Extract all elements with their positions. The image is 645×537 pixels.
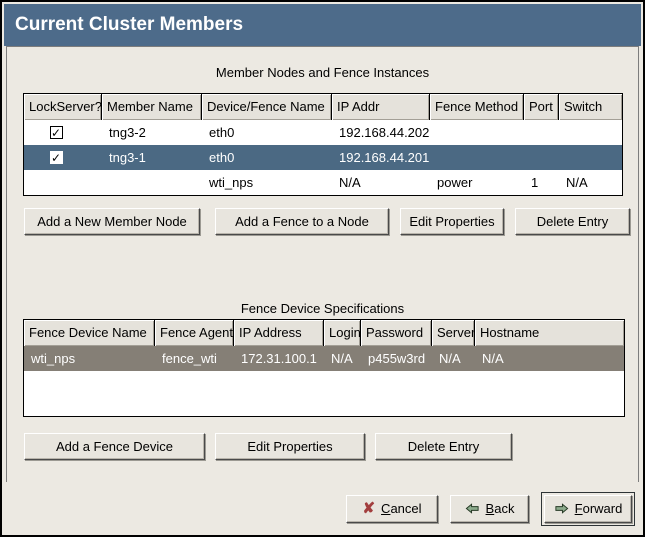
column-header-login[interactable]: Login: [324, 320, 361, 346]
column-header-password[interactable]: Password: [361, 320, 432, 346]
main-panel: Member Nodes and Fence Instances LockSer…: [6, 46, 639, 484]
cell-server: N/A: [439, 351, 461, 366]
cancel-label: Cancel: [381, 501, 422, 516]
lockserver-cell: ✓: [24, 126, 102, 139]
forward-label: Forward: [574, 501, 623, 516]
column-header-fence-method[interactable]: Fence Method: [430, 94, 524, 120]
back-button[interactable]: Back: [450, 494, 529, 523]
column-header-ip-address[interactable]: IP Address: [234, 320, 324, 346]
fence-table-header: Fence Device Name Fence Agent IP Address…: [24, 320, 624, 346]
cell-ip-address: 172.31.100.1: [241, 351, 317, 366]
column-header-ip-addr[interactable]: IP Addr: [332, 94, 430, 120]
lockserver-checkbox-checked[interactable]: ✓: [49, 126, 63, 139]
edit-properties-button[interactable]: Edit Properties: [400, 208, 504, 235]
column-header-port[interactable]: Port: [524, 94, 559, 120]
member-table-button-row: Add a New Member Node Add a Fence to a N…: [24, 208, 630, 235]
cell-member-name: tng3-2: [109, 125, 146, 140]
delete-entry-button[interactable]: Delete Entry: [515, 208, 630, 235]
member-table-caption: Member Nodes and Fence Instances: [215, 65, 430, 80]
edit-properties-button[interactable]: Edit Properties: [215, 433, 365, 460]
cell-ip-addr: N/A: [339, 175, 361, 190]
cell-ip-addr: 192.168.44.202: [339, 125, 430, 140]
cancel-x-icon: ✘: [362, 500, 376, 517]
column-header-fence-device-name[interactable]: Fence Device Name: [24, 320, 155, 346]
member-table-header: LockServer? Member Name Device/Fence Nam…: [24, 94, 622, 120]
lockserver-cell: ✓: [24, 151, 102, 164]
lockserver-checkbox-checked[interactable]: ✓: [49, 151, 63, 164]
back-arrow-icon: [465, 503, 479, 514]
table-row-wti-nps-instance[interactable]: wti_nps N/A power 1 N/A: [24, 170, 622, 195]
column-header-hostname[interactable]: Hostname: [475, 320, 624, 346]
table-row-wti-nps-device-selected[interactable]: wti_nps fence_wti 172.31.100.1 N/A p455w…: [24, 346, 624, 371]
forward-button[interactable]: Forward: [544, 494, 632, 523]
column-header-member-name[interactable]: Member Name: [102, 94, 202, 120]
check-mark-icon: ✓: [50, 126, 62, 139]
forward-arrow-icon: [555, 503, 568, 514]
window-title-bar: Current Cluster Members: [4, 4, 641, 46]
cell-port: 1: [531, 175, 539, 190]
cell-ip-addr: 192.168.44.201: [339, 150, 430, 165]
fence-table-button-row: Add a Fence Device Edit Properties Delet…: [24, 433, 512, 460]
cell-hostname: N/A: [482, 351, 504, 366]
cell-device-fence-name: wti_nps: [209, 175, 254, 190]
cell-fence-method: power: [437, 175, 473, 190]
column-header-lockserver[interactable]: LockServer?: [24, 94, 102, 120]
cell-fence-agent: fence_wti: [162, 351, 217, 366]
add-new-member-node-button[interactable]: Add a New Member Node: [24, 208, 200, 235]
column-header-device-fence-name[interactable]: Device/Fence Name: [202, 94, 332, 120]
member-nodes-table: LockServer? Member Name Device/Fence Nam…: [23, 93, 623, 196]
default-button-frame: Forward: [541, 491, 635, 526]
table-row-tng3-2[interactable]: ✓ tng3-2 eth0 192.168.44.202: [24, 120, 622, 145]
cell-member-name: tng3-1: [109, 150, 146, 165]
add-fence-to-node-button[interactable]: Add a Fence to a Node: [215, 208, 389, 235]
cell-device-fence-name: eth0: [209, 125, 235, 140]
cell-password: p455w3rd: [368, 351, 426, 366]
page-title: Current Cluster Members: [15, 14, 244, 35]
fence-table-empty-area: [24, 371, 624, 416]
cell-switch: N/A: [566, 175, 588, 190]
back-label: Back: [485, 501, 515, 516]
cell-login: N/A: [331, 351, 353, 366]
cell-fence-device-name: wti_nps: [31, 351, 76, 366]
delete-entry-button[interactable]: Delete Entry: [375, 433, 512, 460]
cell-device-fence-name: eth0: [209, 150, 235, 165]
check-mark-icon: ✓: [50, 151, 62, 164]
add-fence-device-button[interactable]: Add a Fence Device: [24, 433, 205, 460]
wizard-footer: ✘ Cancel Back Forward: [4, 482, 641, 535]
cancel-button[interactable]: ✘ Cancel: [346, 494, 438, 523]
fence-devices-table: Fence Device Name Fence Agent IP Address…: [23, 319, 625, 417]
fence-table-caption: Fence Device Specifications: [240, 301, 405, 316]
column-header-switch[interactable]: Switch: [559, 94, 622, 120]
column-header-server[interactable]: Server: [432, 320, 475, 346]
table-row-tng3-1-selected[interactable]: ✓ tng3-1 eth0 192.168.44.201: [24, 145, 622, 170]
column-header-fence-agent[interactable]: Fence Agent: [155, 320, 234, 346]
